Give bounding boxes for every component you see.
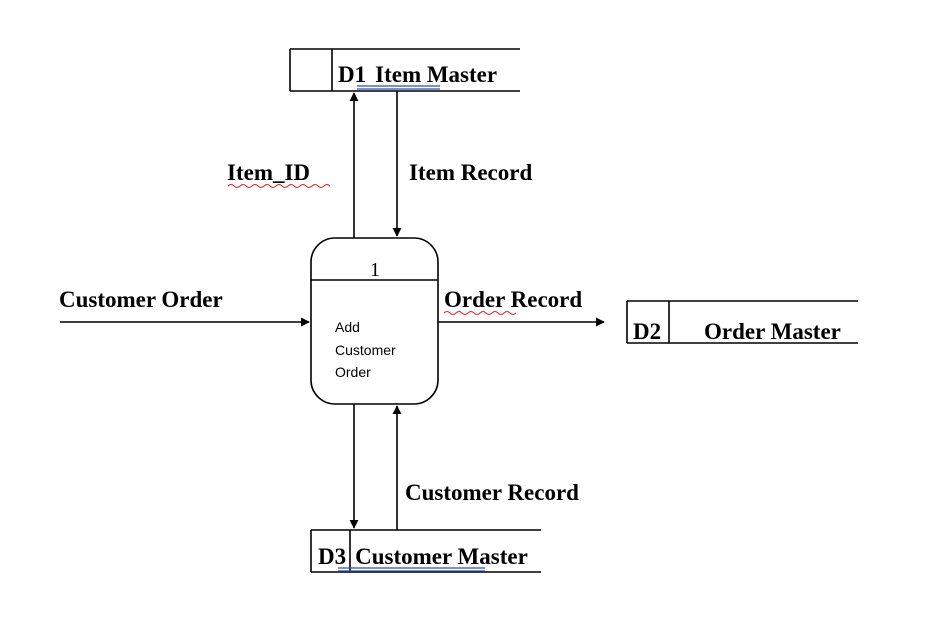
- d3-name: Customer Master: [355, 544, 528, 569]
- d1-name: Item Master: [375, 62, 497, 87]
- process-1: 1 Add Customer Order: [310, 237, 439, 405]
- spellcheck-underline: [443, 311, 517, 315]
- d1-id: D1: [338, 62, 366, 87]
- flow-label-item-id: Item_ID: [227, 160, 310, 185]
- flow-label-item-record: Item Record: [409, 160, 532, 185]
- process-name-line-1: Add: [335, 319, 360, 335]
- data-store-d2: D2 Order Master: [626, 300, 858, 344]
- process-name-line-3: Order: [335, 364, 371, 380]
- spellcheck-underline: [227, 184, 331, 188]
- data-store-d3: D3 Customer Master: [310, 529, 541, 573]
- d3-id: D3: [318, 544, 346, 569]
- flow-label-customer-order: Customer Order: [59, 287, 223, 312]
- flow-label-order-record: Order Record: [444, 287, 582, 312]
- flow-label-customer-record: Customer Record: [405, 480, 579, 505]
- data-store-d1: D1 Item Master: [289, 48, 520, 92]
- d2-id: D2: [633, 319, 661, 344]
- process-name-line-2: Customer: [335, 342, 396, 358]
- d2-name: Order Master: [704, 319, 841, 344]
- process-number: 1: [370, 259, 380, 281]
